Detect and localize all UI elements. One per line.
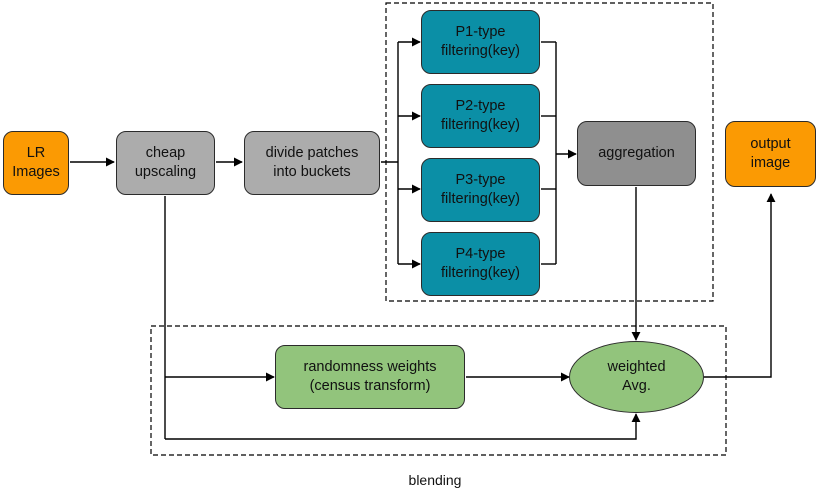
lr-images-node: LR Images <box>3 131 69 195</box>
filtering-group-border <box>385 2 714 302</box>
p2-filter-node: P2-type filtering(key) <box>421 84 540 148</box>
output-image-node: output image <box>725 121 816 187</box>
p3-filter-node: P3-type filtering(key) <box>421 158 540 222</box>
aggregation-node: aggregation <box>577 121 696 186</box>
cheap-upscaling-node: cheap upscaling <box>116 131 215 195</box>
weighted-avg-node: weighted Avg. <box>569 341 704 413</box>
blending-group-label: blending <box>408 472 462 488</box>
arrow-weighted-to-output <box>704 193 776 378</box>
p4-filter-node: P4-type filtering(key) <box>421 232 540 296</box>
randomness-weights-node: randomness weights (census transform) <box>275 345 465 409</box>
divide-patches-node: divide patches into buckets <box>244 131 380 195</box>
arrow-bottom-to-weighted <box>165 413 641 440</box>
p1-filter-node: P1-type filtering(key) <box>421 10 540 74</box>
